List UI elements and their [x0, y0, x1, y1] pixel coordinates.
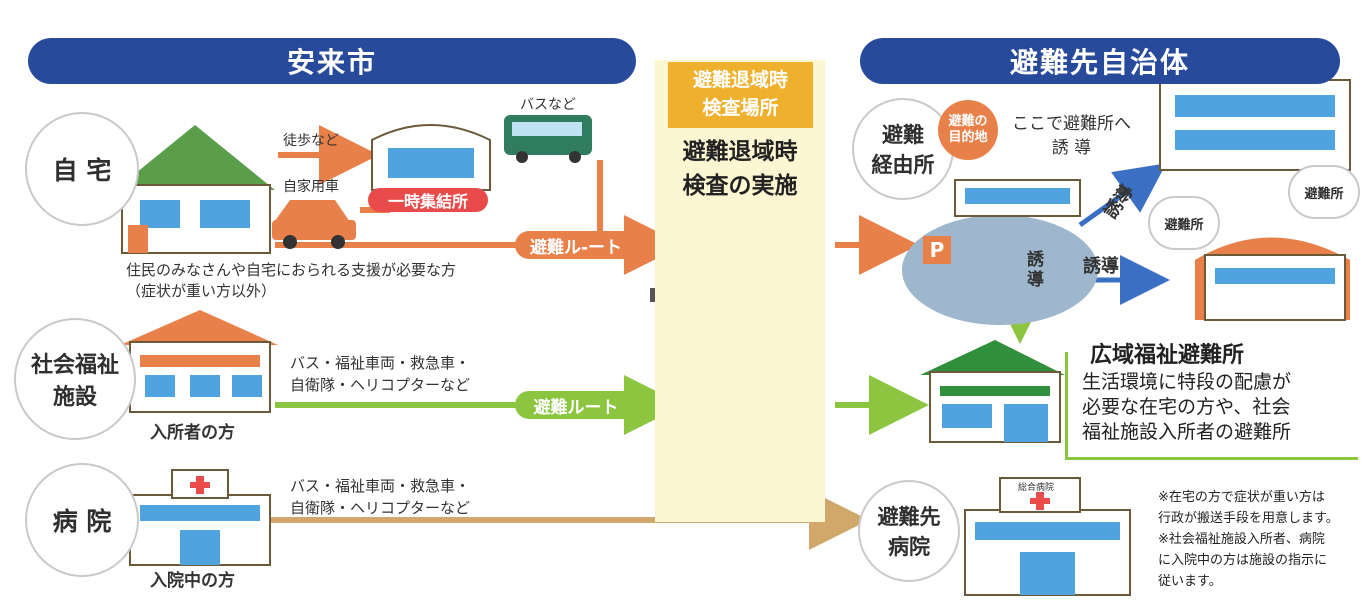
label-bus: バスなど — [520, 97, 576, 113]
shelter-label-2-text: 避難所 — [1164, 217, 1204, 233]
inspection-title: 避難退域時 検査場所 — [668, 62, 813, 128]
car-illustration — [272, 200, 356, 249]
inspection-column — [655, 60, 825, 522]
banner-destination-label: 避難先自治体 — [1009, 46, 1190, 79]
label-car: 自家用車 — [283, 179, 339, 195]
circle-transit-label: 避難 経由所 — [871, 123, 935, 177]
guide-label-2: 誘導 — [1083, 256, 1119, 277]
dest-hospital-building — [964, 477, 1131, 596]
welfare-shelter-body: 生活環境に特段の配慮が 必要な在宅の方や、社会 福祉施設入所者の避難所 — [1082, 371, 1292, 443]
circle-hospital-label: 病 院 — [52, 507, 112, 536]
circle-transit: 避難 経由所 — [852, 98, 954, 200]
circle-dest-hospital: 避難先 病院 — [858, 480, 960, 582]
destination-bubble: 避難の 目的地 — [938, 100, 998, 160]
assembly-pill: 一時集結所 — [368, 188, 488, 212]
banner-destination: 避難先自治体 — [860, 38, 1340, 84]
shelter-building-2 — [1195, 237, 1350, 321]
destination-bubble-label: 避難の 目的地 — [948, 114, 988, 145]
welfare-shelter-title: 広域福祉避難所 — [1080, 337, 1255, 369]
circle-home: 自 宅 — [25, 112, 139, 226]
shelter-building-1 — [1159, 54, 1351, 171]
home-caption: 住民のみなさんや自宅におられる支援が必要な方 （症状が重い方以外） — [126, 261, 457, 300]
guide-label-3: 誘 導 — [1027, 250, 1044, 290]
welfare-building — [120, 310, 278, 413]
circle-hospital: 病 院 — [25, 463, 139, 577]
bus-illustration — [504, 115, 592, 163]
banner-yasugi: 安来市 — [28, 38, 636, 84]
hospital-caption: 入院中の方 — [150, 571, 235, 591]
parking-sign: P — [923, 236, 951, 264]
assembly-pill-label: 一時集結所 — [387, 192, 468, 211]
banner-yasugi-label: 安来市 — [286, 46, 377, 79]
shelter-label-1-text: 避難所 — [1304, 186, 1344, 202]
transit-note: ここで避難所へ 誘 導 — [1012, 114, 1131, 158]
welfare-shelter-building — [920, 340, 1065, 443]
arrow-guide-up — [1078, 163, 1167, 228]
transit-area — [902, 179, 1098, 325]
circle-home-label: 自 宅 — [52, 156, 112, 185]
route-pill-home: 避難ル-ート — [515, 231, 637, 259]
inspection-subtitle: 避難退域時 検査の実施 — [682, 139, 798, 199]
route-pill-welfare: 避難ルート — [515, 391, 637, 419]
circle-welfare: 社会福祉 施設 — [14, 318, 136, 440]
assembly-building — [371, 124, 491, 191]
shelter-label-1: 避難所 — [1288, 165, 1360, 219]
parking-sign-label: P — [929, 238, 945, 262]
circle-dest-hospital-label: 避難先 病院 — [877, 505, 941, 559]
route-pill-welfare-label: 避難ルート — [533, 397, 619, 418]
hospital-means: バス・福祉車両・救急車・ 自衛隊・ヘリコプターなど — [290, 477, 471, 517]
welfare-caption: 入所者の方 — [150, 423, 235, 443]
circle-welfare-label: 社会福祉 施設 — [30, 353, 119, 410]
route-pill-home-label: 避難ル-ート — [529, 237, 623, 258]
shelter-label-2: 避難所 — [1148, 196, 1220, 250]
welfare-shelter-frame — [1065, 352, 1358, 460]
hospital-sign: 総合病院 — [1018, 483, 1055, 493]
welfare-means: バス・福祉車両・救急車・ 自衛隊・ヘリコプターなど — [290, 354, 471, 394]
house-illustration — [115, 125, 275, 254]
label-walk: 徒歩など — [283, 133, 339, 149]
hospital-building — [129, 469, 271, 566]
notes-text: ※在宅の方で症状が重い方は 行政が搬送手段を用意します。 ※社会福祉施設入所者、… — [1158, 490, 1339, 589]
